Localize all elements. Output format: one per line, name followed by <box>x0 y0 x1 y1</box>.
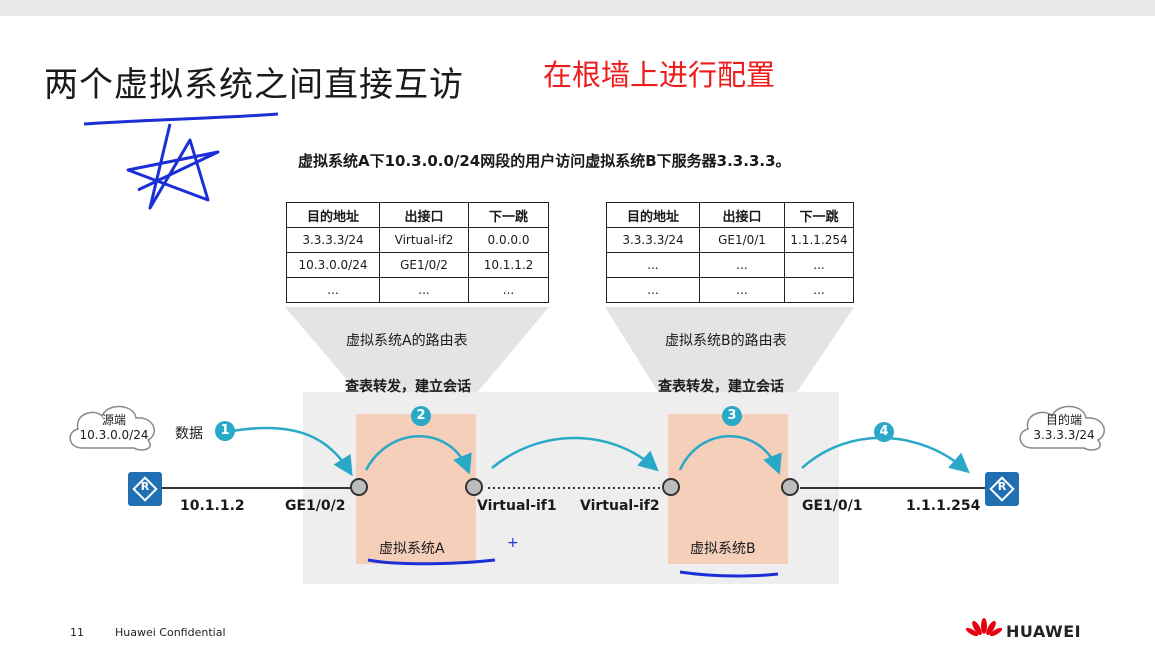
virtual-if1-label: Virtual-if1 <box>477 498 557 514</box>
table-cell: ... <box>468 277 549 303</box>
port-ge1-0-1 <box>781 478 799 496</box>
table-b-callout <box>605 307 854 395</box>
left-ip-label: 10.1.1.2 <box>180 498 245 514</box>
step-1-badge: 1 <box>215 421 235 441</box>
table-row: ... ... ... <box>606 252 854 278</box>
table-cell: 10.3.0.0/24 <box>286 252 380 278</box>
router-glyph: R <box>140 480 150 493</box>
huawei-logo-icon <box>966 618 1002 637</box>
ge1-0-1-label: GE1/0/1 <box>802 498 863 514</box>
lookup-label-a: 查表转发，建立会话 <box>345 379 471 395</box>
table-cell: 3.3.3.3/24 <box>286 227 380 253</box>
step-4-badge: 4 <box>874 422 894 442</box>
port-virtual-if2 <box>662 478 680 496</box>
table-cell: ... <box>699 277 785 303</box>
vsys-a-label: 虚拟系统A <box>379 541 445 557</box>
source-router-icon: R <box>128 472 162 506</box>
red-note: 在根墙上进行配置 <box>543 58 776 92</box>
handwritten-underlines <box>367 558 779 578</box>
table-cell: ... <box>699 252 785 278</box>
header-cell: 目的地址 <box>606 202 700 228</box>
scenario-description: 虚拟系统A下10.3.0.0/24网段的用户访问虚拟系统B下服务器3.3.3.3… <box>298 152 791 170</box>
table-cell: 0.0.0.0 <box>468 227 549 253</box>
dest-cloud-icon <box>1019 405 1105 451</box>
source-cloud-line1: 源端 <box>101 413 126 427</box>
confidential-label: Huawei Confidential <box>115 626 226 639</box>
table-cell: ... <box>784 277 854 303</box>
table-cell: Virtual-if2 <box>379 227 469 253</box>
virtual-if2-label: Virtual-if2 <box>580 498 660 514</box>
data-label: 数据 <box>175 426 203 442</box>
port-virtual-if1 <box>465 478 483 496</box>
step-2-badge: 2 <box>411 406 431 426</box>
page-number: 11 <box>70 626 84 639</box>
table-b-caption: 虚拟系统B的路由表 <box>665 333 787 349</box>
handwritten-star-annotation <box>83 112 279 210</box>
table-header-row: 目的地址 出接口 下一跳 <box>606 202 854 228</box>
source-cloud-line2: 10.3.0.0/24 <box>79 428 149 442</box>
table-a-caption: 虚拟系统A的路由表 <box>346 333 468 349</box>
table-row: ... ... ... <box>606 277 854 303</box>
slide-title: 两个虚拟系统之间直接互访 <box>44 65 464 105</box>
table-a-callout <box>285 307 549 395</box>
dest-cloud-text: 目的端 3.3.3.3/24 <box>1022 413 1106 443</box>
header-cell: 下一跳 <box>784 202 854 228</box>
right-ip-label: 1.1.1.254 <box>906 498 981 514</box>
dest-cloud-line1: 目的端 <box>1045 413 1082 427</box>
header-cell: 目的地址 <box>286 202 380 228</box>
source-cloud-text: 源端 10.3.0.0/24 <box>72 413 156 443</box>
vsys-a-block <box>356 414 476 564</box>
huawei-brand: HUAWEI <box>1006 622 1082 641</box>
step-3-badge: 3 <box>722 406 742 426</box>
port-ge1-0-2 <box>350 478 368 496</box>
routing-table-a: 目的地址 出接口 下一跳 3.3.3.3/24 Virtual-if2 0.0.… <box>286 202 549 303</box>
table-cell: 10.1.1.2 <box>468 252 549 278</box>
table-row: ... ... ... <box>286 277 549 303</box>
source-cloud-icon <box>69 405 155 451</box>
table-cell: ... <box>606 252 700 278</box>
vsys-b-block <box>668 414 788 564</box>
vsys-b-label: 虚拟系统B <box>690 541 756 557</box>
table-row: 3.3.3.3/24 Virtual-if2 0.0.0.0 <box>286 227 549 253</box>
table-cell: ... <box>606 277 700 303</box>
dest-cloud-line2: 3.3.3.3/24 <box>1033 428 1095 442</box>
table-cell: ... <box>286 277 380 303</box>
plus-mark: + <box>507 535 519 551</box>
routing-table-b: 目的地址 出接口 下一跳 3.3.3.3/24 GE1/0/1 1.1.1.25… <box>606 202 854 303</box>
table-row: 10.3.0.0/24 GE1/0/2 10.1.1.2 <box>286 252 549 278</box>
table-cell: 3.3.3.3/24 <box>606 227 700 253</box>
top-bar <box>0 0 1155 16</box>
dest-router-icon: R <box>985 472 1019 506</box>
ge1-0-2-label: GE1/0/2 <box>285 498 346 514</box>
router-glyph: R <box>997 480 1007 493</box>
lookup-label-b: 查表转发，建立会话 <box>658 379 784 395</box>
